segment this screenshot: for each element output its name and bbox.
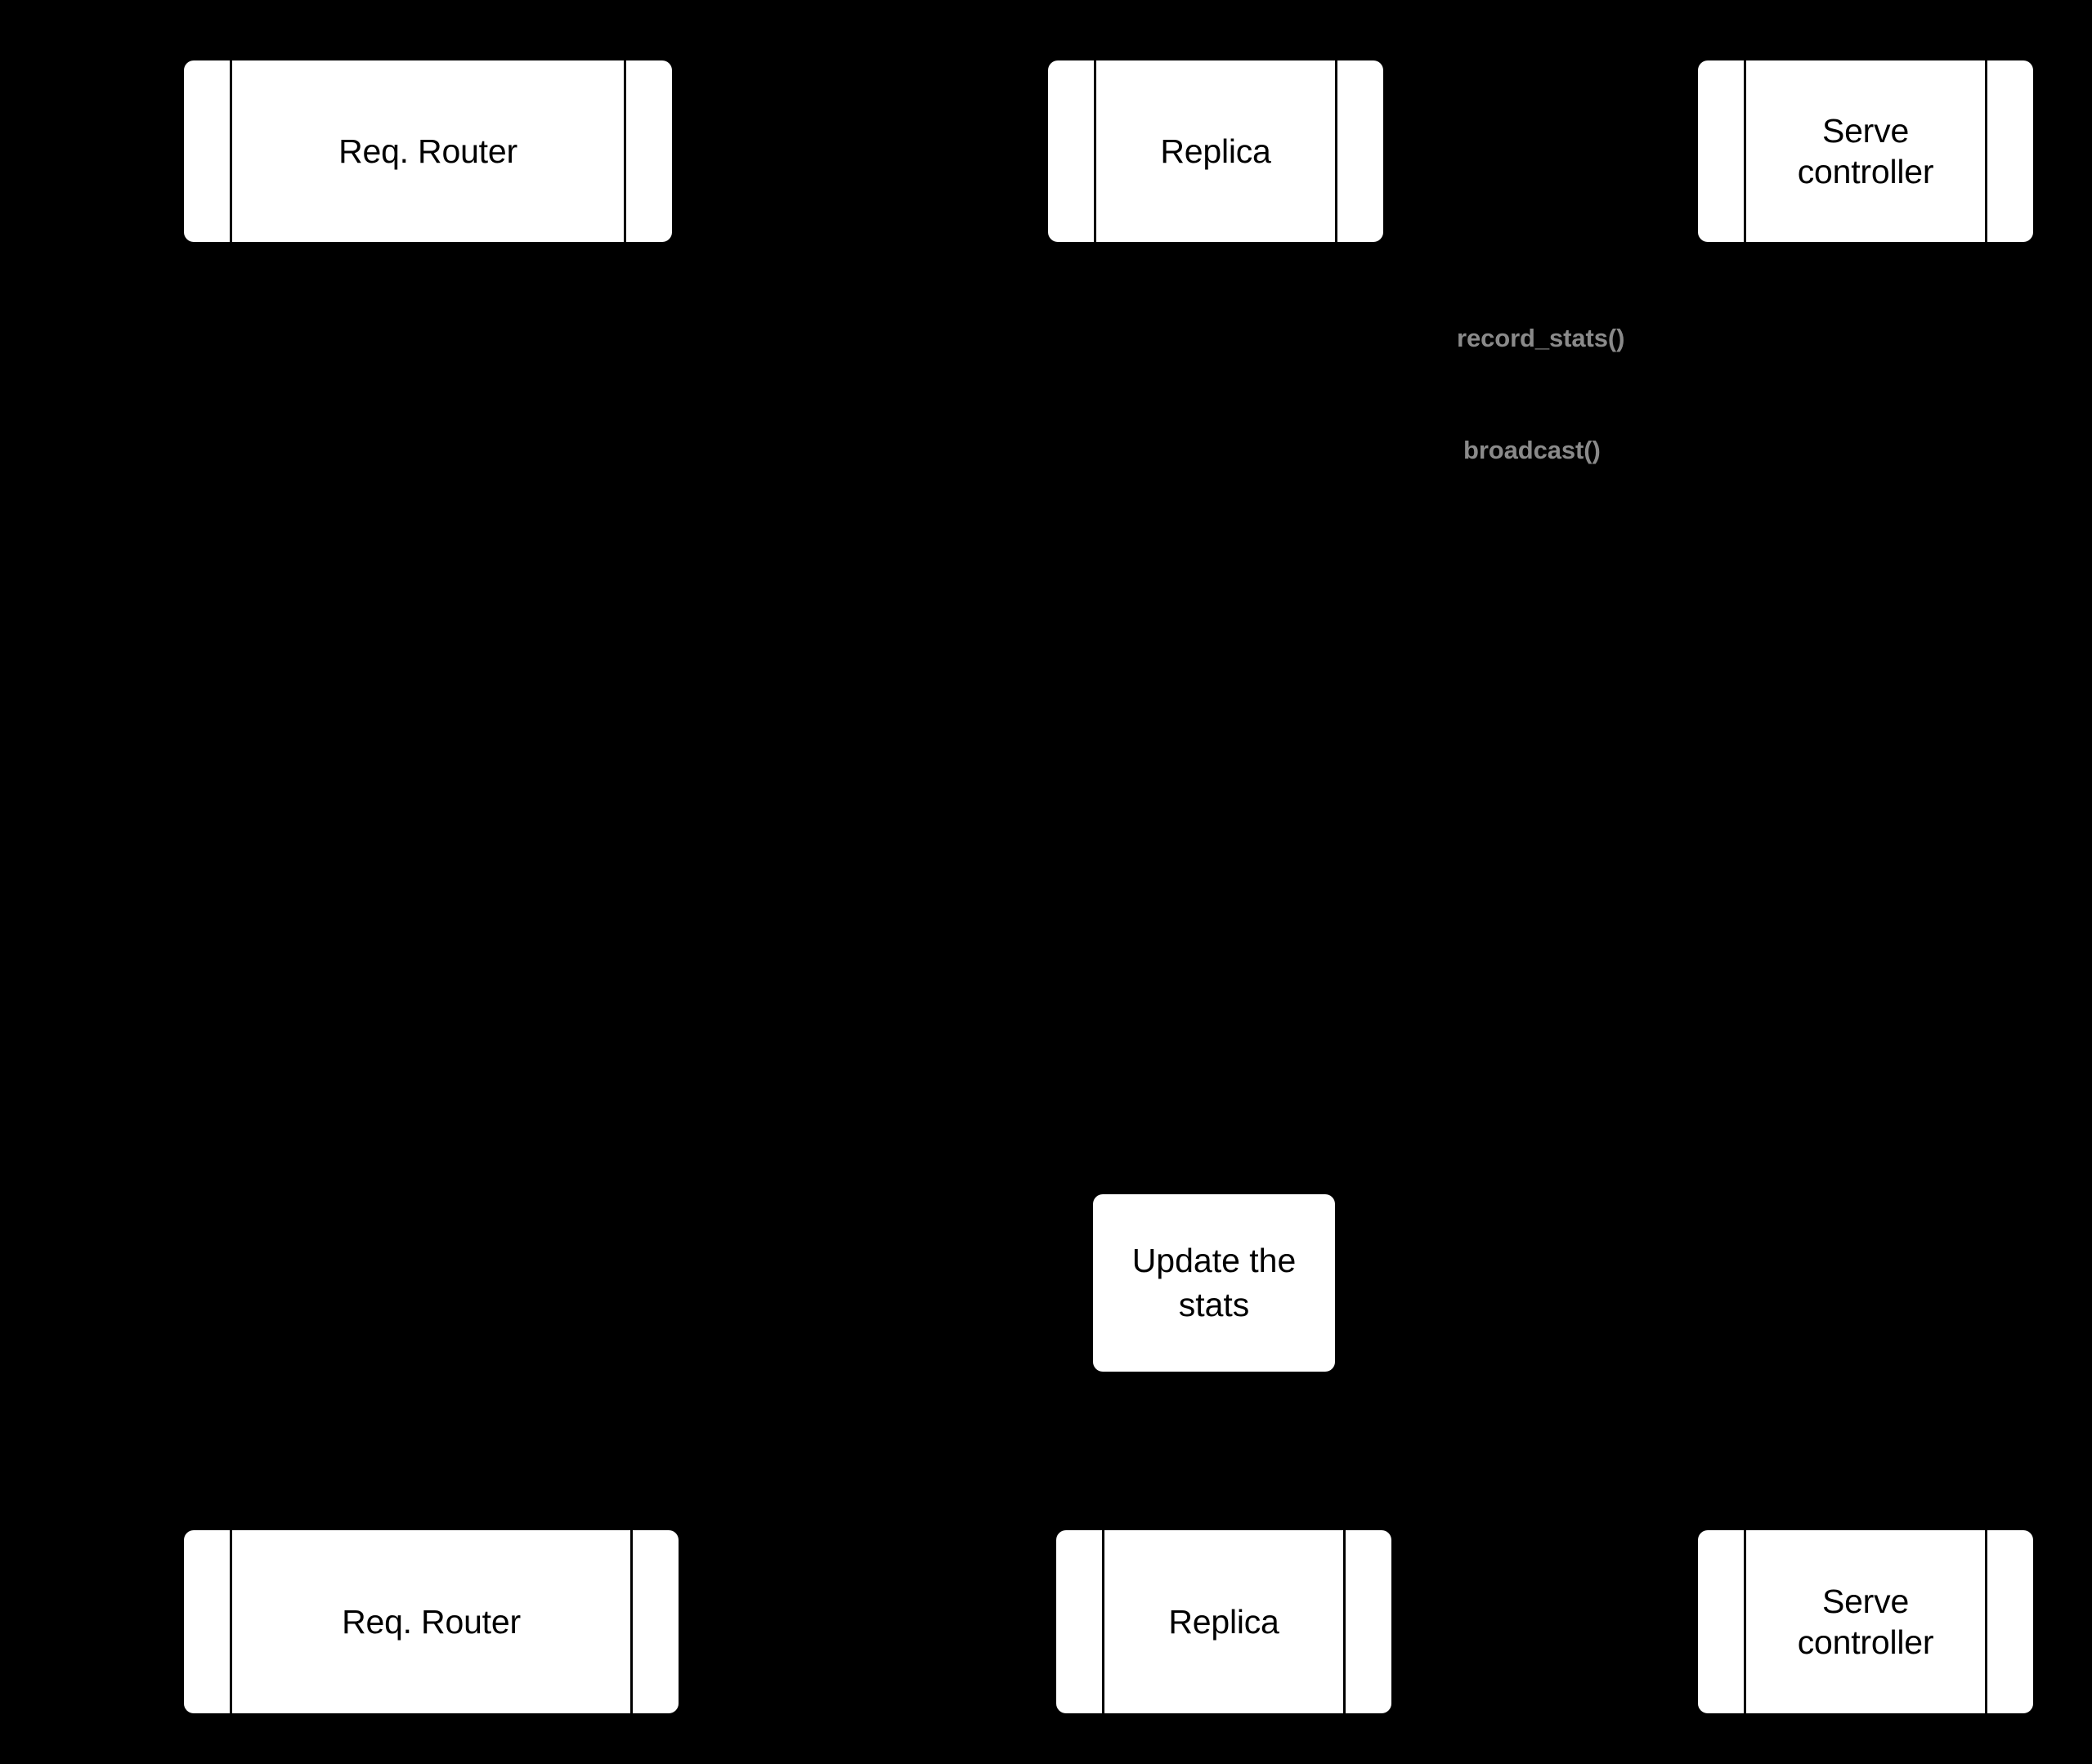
actor-box-top-serve-controller[interactable]: Serve controller [1698, 60, 2033, 242]
actor-label: Serve controller [1797, 1582, 1934, 1661]
message-label-record-stats: record_stats() [1457, 324, 1625, 352]
actor-box-bottom-req-router[interactable]: Req. Router [184, 1530, 679, 1713]
actor-box-top-req-router[interactable]: Req. Router [184, 60, 672, 242]
note-update-the-stats: Update the stats [1093, 1194, 1335, 1372]
actor-box-bottom-replica[interactable]: Replica [1056, 1530, 1391, 1713]
actor-label: Req. Router [342, 1602, 521, 1641]
actor-rule-left-icon [230, 60, 232, 242]
actor-box-top-replica[interactable]: Replica [1048, 60, 1383, 242]
replica-lifeline [1216, 242, 1218, 1530]
actor-rule-right-icon [1343, 1530, 1346, 1713]
actor-rule-left-icon [230, 1530, 232, 1713]
actor-rule-right-icon [1985, 1530, 1987, 1713]
message-label-broadcast: broadcast() [1463, 436, 1601, 464]
actor-rule-left-icon [1102, 1530, 1104, 1713]
actor-label: Replica [1168, 1602, 1279, 1641]
broadcast-arrow [1216, 481, 1866, 484]
req-router-lifeline [428, 242, 430, 1530]
actor-rule-right-icon [630, 1530, 633, 1713]
actor-rule-left-icon [1744, 1530, 1746, 1713]
actor-rule-right-icon [1985, 60, 1987, 242]
actor-rule-right-icon [624, 60, 626, 242]
actor-label: Req. Router [338, 132, 517, 170]
actor-rule-right-icon [1335, 60, 1337, 242]
actor-rule-left-icon [1744, 60, 1746, 242]
actor-label: Replica [1160, 132, 1271, 170]
serve-controller-lifeline [1866, 242, 1868, 1530]
actor-box-bottom-serve-controller[interactable]: Serve controller [1698, 1530, 2033, 1713]
record-stats-arrow [1216, 369, 1866, 372]
actor-label: Serve controller [1797, 111, 1934, 190]
actor-rule-left-icon [1094, 60, 1096, 242]
